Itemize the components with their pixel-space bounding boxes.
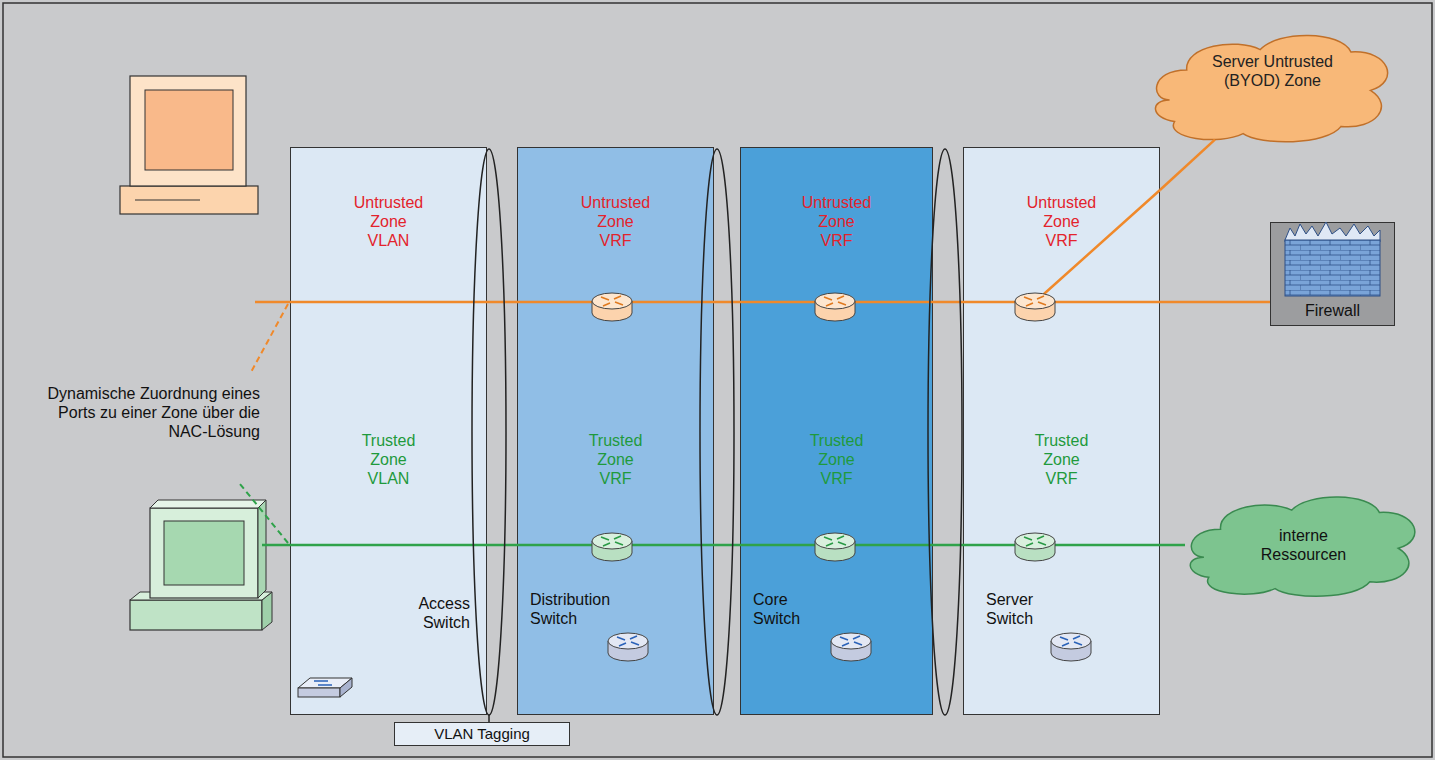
node-label: interne Ressourcen <box>1261 526 1346 564</box>
switch-panel: Untrusted Zone VRF Trusted Zone VRF Core S… <box>740 147 933 715</box>
drawing-path <box>314 681 332 685</box>
drawing-ellipse <box>1015 293 1055 309</box>
router-icon <box>1015 293 1055 321</box>
drawing-ellipse <box>592 293 632 309</box>
drawing-ellipse <box>831 633 871 649</box>
zone-label: Untrusted Zone VLAN <box>354 193 423 250</box>
trusted-computer <box>130 500 272 630</box>
zone-label: Trusted Zone VRF <box>810 431 864 488</box>
drawing-path <box>1024 536 1046 546</box>
zone-label: Untrusted Zone VRF <box>581 193 650 250</box>
node-label: Server Switch <box>986 590 1033 628</box>
zone-label: Trusted Zone VRF <box>1035 431 1089 488</box>
drawing-path <box>1024 296 1046 306</box>
drawing-ellipse <box>815 533 855 549</box>
drawing-rect <box>1285 240 1380 296</box>
drawing-rect <box>130 600 262 630</box>
zone-cloud: Server Untrusted (BYOD) Zone <box>1150 28 1395 148</box>
cloud-shape <box>1155 35 1387 141</box>
node-label: VLAN Tagging <box>434 725 530 743</box>
drawing-ellipse <box>592 533 632 549</box>
router-icon <box>815 533 855 561</box>
zone-label: Trusted Zone VLAN <box>362 431 416 488</box>
nac-leader <box>240 484 288 543</box>
drawing-ellipse <box>608 633 648 649</box>
zone-label: Trusted Zone VRF <box>589 431 643 488</box>
untrusted-link <box>255 190 1160 302</box>
node-label: Firewall <box>1305 301 1360 320</box>
cloud-shape <box>1190 497 1415 596</box>
drawing-rect <box>150 508 258 598</box>
drawing-polygon <box>340 678 352 697</box>
router-icon <box>608 633 648 661</box>
drawing-rect <box>164 521 244 585</box>
drawing-rect <box>298 688 340 697</box>
switch-panel: Untrusted Zone VRF Trusted Zone VRF Distri… <box>517 147 714 715</box>
trunk-ellipses <box>472 149 962 722</box>
router-icon <box>1051 633 1091 661</box>
drawing-polygon <box>150 500 266 508</box>
drawing-path <box>840 636 862 646</box>
drawing-polygon <box>258 500 266 598</box>
zone-connector <box>1160 140 1215 190</box>
router-icon <box>815 293 855 321</box>
drawing-ellipse <box>928 149 962 715</box>
node-label: Access Switch <box>418 594 470 632</box>
drawing-path <box>1285 222 1380 242</box>
drawing-path <box>824 296 846 306</box>
node-label: Server Untrusted (BYOD) Zone <box>1209 52 1337 90</box>
firewall-wall <box>1285 222 1380 296</box>
node-label: Distribution Switch <box>530 590 610 628</box>
drawing-rect <box>145 90 233 170</box>
node-label: Core Switch <box>753 590 800 628</box>
router-icon <box>1015 533 1055 561</box>
drawing-rect <box>120 186 258 214</box>
router-icon <box>592 293 632 321</box>
switch-panel: Untrusted Zone VLAN Trusted Zone VLAN Acce… <box>290 147 487 715</box>
router-icon <box>831 633 871 661</box>
outer-frame <box>3 3 1432 757</box>
drawing-ellipse <box>1015 533 1055 549</box>
drawing-rect <box>130 76 246 186</box>
nac-leader <box>250 304 288 374</box>
drawing-path <box>617 636 639 646</box>
router-icon <box>592 533 632 561</box>
drawing-path <box>824 536 846 546</box>
drawing-path <box>1060 636 1082 646</box>
zone-cloud: interne Ressourcen <box>1185 490 1422 602</box>
untrusted-computer <box>120 76 258 214</box>
router-icons <box>592 293 1091 661</box>
drawing-path <box>601 296 623 306</box>
drawing-ellipse <box>472 149 506 715</box>
zone-label: Untrusted Zone VRF <box>802 193 871 250</box>
zone-connector <box>1160 301 1270 304</box>
drawing-ellipse <box>1051 633 1091 649</box>
drawing-path <box>601 536 623 546</box>
access-switch-icon <box>298 678 352 697</box>
labelled-box: VLAN Tagging <box>394 722 570 746</box>
drawing-ellipse <box>700 149 734 715</box>
zone-connector <box>1160 544 1185 547</box>
zone-label: Untrusted Zone VRF <box>1027 193 1096 250</box>
drawing-line <box>135 200 200 201</box>
switch-panel: Untrusted Zone VRF Trusted Zone VRF Server… <box>963 147 1160 715</box>
drawing-line <box>488 715 490 722</box>
drawing-ellipse <box>815 293 855 309</box>
note-label: Dynamische Zuordnung eines Ports zu eine… <box>40 384 260 441</box>
